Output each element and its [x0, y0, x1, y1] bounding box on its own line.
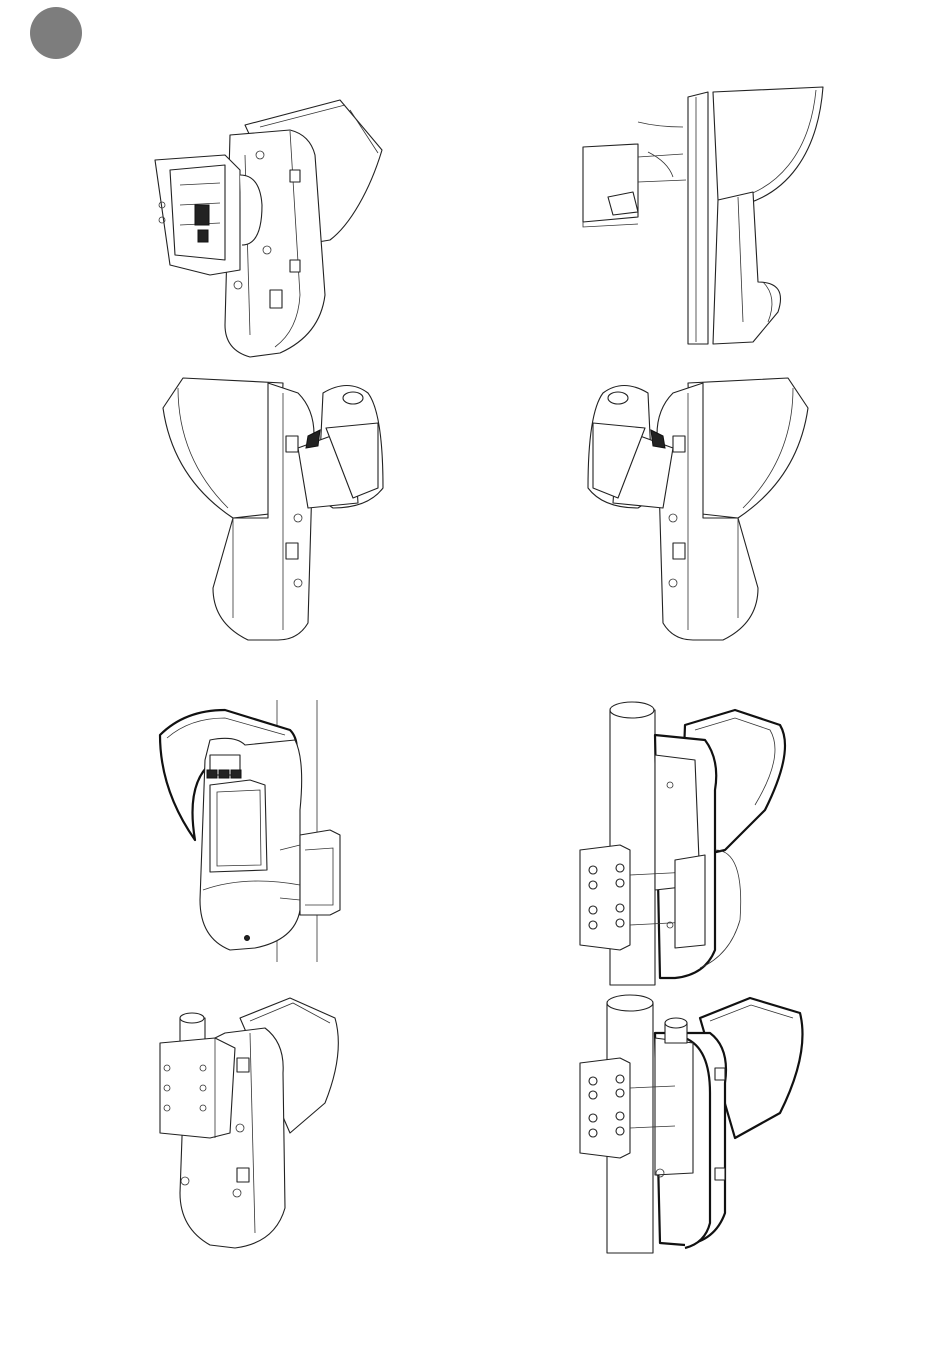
figure-pole-clamp: [575, 700, 800, 990]
figure-bracket-left: [158, 368, 388, 643]
detector-pole-clamp-rotated-icon: [575, 993, 810, 1258]
figure-pole-front: [155, 700, 345, 965]
detector-pole-clamp-icon: [575, 700, 800, 990]
detector-with-wall-box-icon: [150, 95, 390, 360]
detector-swivel-bracket-right-icon: [578, 368, 813, 643]
figure-bracket-right: [578, 368, 813, 643]
figure-side-wall-mount: [578, 82, 830, 347]
detector-swivel-bracket-left-icon: [158, 368, 388, 643]
figure-pole-clamp-rotated: [575, 993, 810, 1258]
figure-wall-box-mount: [150, 95, 390, 360]
detector-side-profile-icon: [578, 82, 830, 347]
detector-pole-front-icon: [155, 700, 345, 965]
detector-pole-plate-back-icon: [155, 993, 345, 1253]
figure-pole-plate-back: [155, 993, 345, 1253]
page-marker-circle: [30, 7, 82, 59]
